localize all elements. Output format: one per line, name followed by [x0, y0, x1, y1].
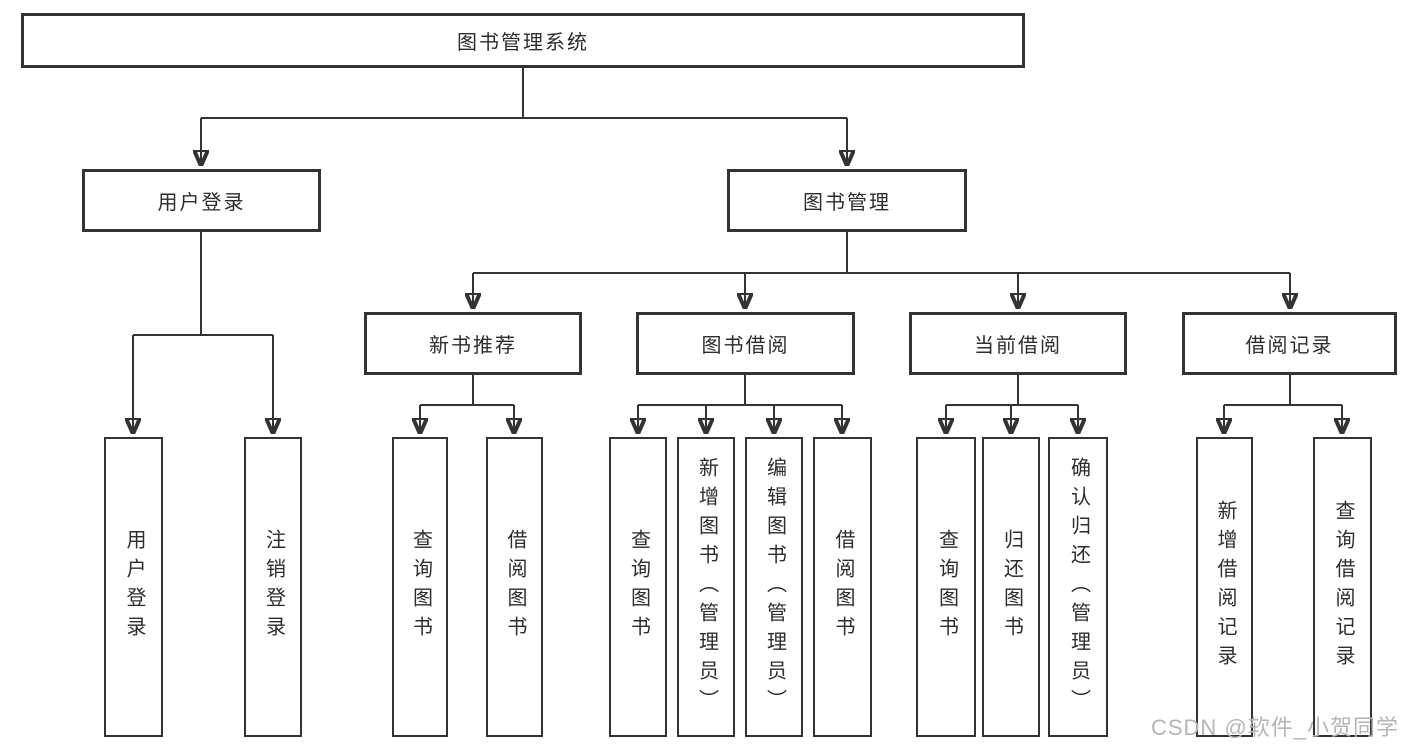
node-label: 图书管理	[803, 192, 891, 214]
connector-root-bus	[201, 68, 847, 119]
leaf-label: 借阅图书	[832, 529, 854, 645]
leaf-label: 查询图书	[627, 529, 650, 645]
node-label: 图书借阅	[701, 335, 790, 357]
node-current-borrow: 当前借阅	[909, 312, 1127, 375]
leaf-query-books-borrow: 查询图书	[609, 437, 667, 737]
connector-mgmt-bus	[473, 232, 1290, 274]
node-root-label: 图书管理系统	[457, 32, 589, 54]
leaf-label: 新增借阅记录	[1214, 500, 1236, 674]
leaf-query-books-recommend: 查询图书	[392, 437, 448, 737]
leaf-confirm-return-admin: 确认归还（管理员）	[1048, 437, 1108, 737]
leaf-label: 查询借阅记录	[1332, 500, 1354, 674]
leaf-label: 确认归还（管理员）	[1067, 456, 1090, 718]
leaf-add-borrow-record: 新增借阅记录	[1196, 437, 1253, 737]
connector-current-bus	[946, 375, 1078, 406]
connector-bookborrow-bus	[638, 375, 842, 406]
leaf-label: 用户登录	[123, 529, 145, 645]
leaf-edit-book-admin: 编辑图书（管理员）	[745, 437, 803, 737]
node-book-borrow: 图书借阅	[636, 312, 855, 375]
leaf-borrow-books-recommend: 借阅图书	[486, 437, 543, 737]
leaf-label: 编辑图书（管理员）	[763, 456, 786, 718]
leaf-return-book: 归还图书	[982, 437, 1040, 737]
leaf-label: 归还图书	[1000, 529, 1023, 645]
connector-newbook-bus	[420, 375, 514, 406]
connector-records-bus	[1224, 375, 1342, 406]
node-user-login-branch: 用户登录	[82, 169, 321, 232]
node-label: 用户登录	[157, 192, 246, 214]
leaf-label: 查询图书	[935, 529, 958, 645]
node-book-management: 图书管理	[727, 169, 967, 232]
leaf-label: 借阅图书	[504, 529, 526, 645]
leaf-user-login: 用户登录	[104, 437, 163, 737]
leaf-query-borrow-record: 查询借阅记录	[1313, 437, 1372, 737]
node-label: 借阅记录	[1245, 335, 1334, 357]
node-label: 新书推荐	[429, 335, 517, 357]
node-label: 当前借阅	[974, 335, 1062, 357]
node-root-system: 图书管理系统	[21, 13, 1025, 68]
leaf-borrow-books: 借阅图书	[813, 437, 872, 737]
leaf-logout: 注销登录	[244, 437, 302, 737]
leaf-label: 注销登录	[262, 529, 285, 645]
leaf-query-books-current: 查询图书	[916, 437, 976, 737]
node-new-book-recommend: 新书推荐	[364, 312, 582, 375]
leaf-label: 查询图书	[409, 529, 432, 645]
csdn-watermark: CSDN @软件_小贺同学	[1150, 715, 1399, 740]
leaf-add-book-admin: 新增图书（管理员）	[677, 437, 735, 737]
connector-user-bus	[133, 232, 273, 336]
leaf-label: 新增图书（管理员）	[695, 456, 718, 718]
node-borrow-records: 借阅记录	[1182, 312, 1397, 375]
